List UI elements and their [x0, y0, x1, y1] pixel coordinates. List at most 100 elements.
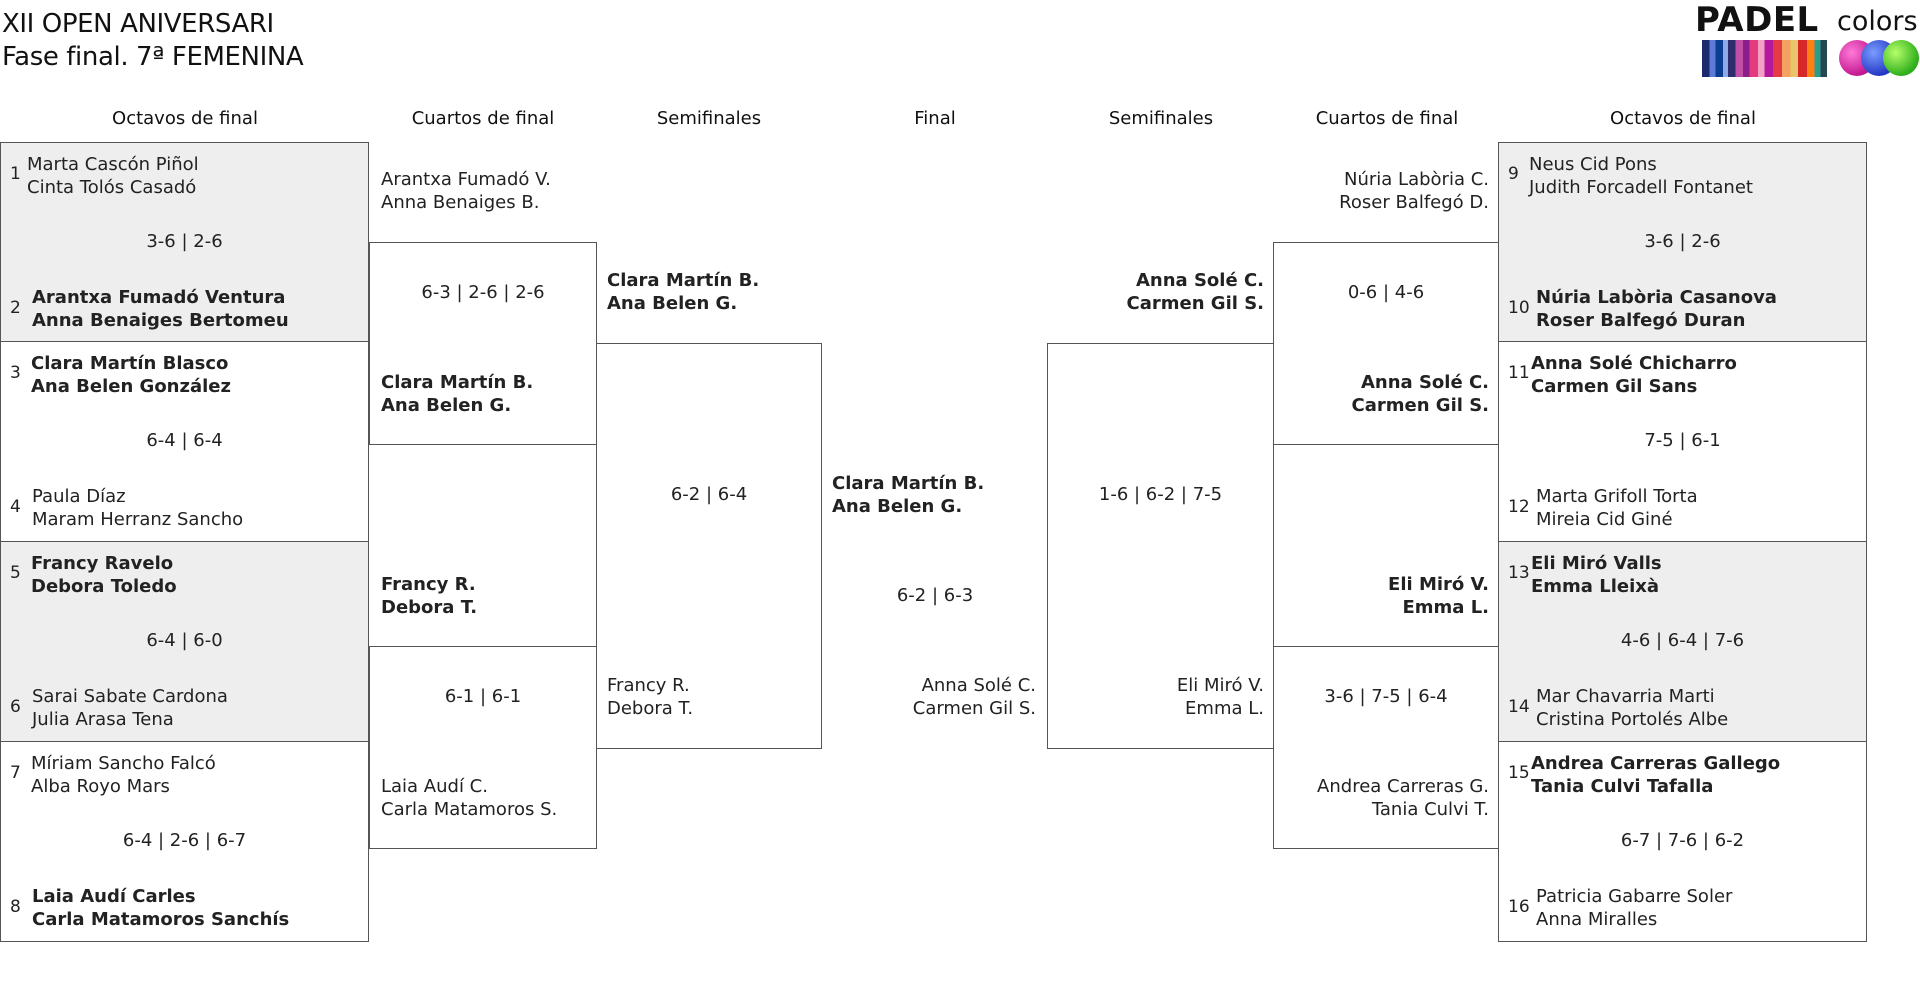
- player-name: Emma Lleixà: [1531, 576, 1659, 597]
- player-name: Roser Balfegó Duran: [1536, 310, 1746, 331]
- match-score: 6-4 | 2-6 | 6-7: [122, 830, 247, 851]
- right-qf1-team-b: Anna Solé C. Carmen Gil S.: [1352, 371, 1489, 417]
- title-block: XII OPEN ANIVERSARI Fase final. 7ª FEMEN…: [2, 8, 304, 74]
- player-name: Judith Forcadell Fontanet: [1529, 177, 1753, 198]
- seed-number: 5: [10, 563, 21, 583]
- seed-number: 14: [1508, 697, 1530, 717]
- seed-number: 4: [10, 497, 21, 517]
- right-qf-match-2-box: [1273, 646, 1499, 849]
- player-name: Anna Benaiges Bertomeu: [32, 310, 289, 331]
- player-name: Carmen Gil S.: [1351, 395, 1489, 416]
- header-right-qf: Cuartos de final: [1315, 108, 1459, 129]
- player-name: Ana Belen G.: [381, 395, 512, 416]
- final-team-a: Clara Martín B. Ana Belen G.: [832, 472, 984, 518]
- player-name: Núria Labòria Casanova: [1536, 287, 1777, 308]
- player-name: Anna Solé C.: [1136, 270, 1264, 291]
- player-name: Clara Martín Blasco: [31, 353, 229, 374]
- player-name: Anna Solé C.: [921, 675, 1036, 696]
- seed-number: 13: [1508, 563, 1530, 583]
- player-name: Alba Royo Mars: [31, 776, 170, 797]
- seed-number: 11: [1508, 363, 1530, 383]
- seed-number: 12: [1508, 497, 1530, 517]
- left-qf1-score: 6-3 | 2-6 | 2-6: [421, 282, 545, 303]
- player-name: Julia Arasa Tena: [32, 709, 174, 730]
- player-name: Marta Cascón Piñol: [27, 154, 199, 175]
- right-qf1-team-a: Núria Labòria C. Roser Balfegó D.: [1339, 168, 1489, 214]
- left-qf2-team-a: Francy R. Debora T.: [381, 573, 477, 619]
- left-qf2-team-b: Laia Audí C. Carla Matamoros S.: [381, 775, 557, 821]
- right-sf-team-b: Eli Miró V. Emma L.: [1177, 674, 1264, 720]
- left-qf1-team-b: Clara Martín B. Ana Belen G.: [381, 371, 533, 417]
- player-name: Clara Martín B.: [381, 372, 534, 393]
- player-name: Anna Benaiges B.: [381, 192, 540, 213]
- header-final: Final: [914, 108, 956, 129]
- player-name: Carmen Gil S.: [1126, 293, 1264, 314]
- right-qf1-score: 0-6 | 4-6: [1347, 282, 1425, 303]
- match-score: 6-4 | 6-0: [146, 630, 223, 651]
- player-name: Emma L.: [1402, 597, 1489, 618]
- match-score: 4-6 | 6-4 | 7-6: [1620, 630, 1745, 651]
- player-name: Debora Toledo: [31, 576, 177, 597]
- player-name: Neus Cid Pons: [1529, 154, 1657, 175]
- player-name: Anna Miralles: [1536, 909, 1658, 930]
- player-name: Tania Culvi Tafalla: [1531, 776, 1714, 797]
- player-name: Clara Martín B.: [832, 473, 985, 494]
- header-left-r16: Octavos de final: [112, 108, 258, 129]
- green-ball-icon: [1883, 40, 1919, 76]
- seed-number: 15: [1508, 763, 1530, 783]
- seed-number: 2: [10, 298, 21, 318]
- seed-number: 3: [10, 363, 21, 383]
- player-name: Sarai Sabate Cardona: [32, 686, 228, 707]
- match-score: 3-6 | 2-6: [146, 231, 223, 252]
- player-name: Ana Belen G.: [832, 496, 963, 517]
- padel-colors-logo: PADEL colors: [1695, 0, 1920, 80]
- player-name: Patricia Gabarre Soler: [1536, 886, 1733, 907]
- seed-number: 1: [10, 164, 21, 184]
- player-name: Míriam Sancho Falcó: [31, 753, 216, 774]
- player-name: Francy R.: [607, 675, 690, 696]
- seed-number: 9: [1508, 164, 1519, 184]
- header-right-r16: Octavos de final: [1610, 108, 1756, 129]
- left-sf-team-b: Francy R. Debora T.: [607, 674, 693, 720]
- player-name: Andrea Carreras Gallego: [1531, 753, 1781, 774]
- left-sf-box: [596, 343, 822, 749]
- player-name: Tania Culvi T.: [1371, 799, 1489, 820]
- player-name: Marta Grifoll Torta: [1536, 486, 1698, 507]
- player-name: Ana Belen G.: [607, 293, 738, 314]
- left-sf-team-a: Clara Martín B. Ana Belen G.: [607, 269, 759, 315]
- player-name: Maram Herranz Sancho: [32, 509, 244, 530]
- left-qf1-team-a: Arantxa Fumadó V. Anna Benaiges B.: [381, 168, 551, 214]
- match-score: 7-5 | 6-1: [1644, 430, 1721, 451]
- player-name: Mireia Cid Giné: [1536, 509, 1673, 530]
- player-name: Arantxa Fumadó V.: [381, 169, 551, 190]
- player-name: Laia Audí Carles: [32, 886, 196, 907]
- left-qf2-score: 6-1 | 6-1: [444, 686, 522, 707]
- right-sf-box: [1047, 343, 1274, 749]
- seed-number: 10: [1508, 298, 1530, 318]
- header-left-qf: Cuartos de final: [411, 108, 555, 129]
- player-name: Cristina Portolés Albe: [1536, 709, 1729, 730]
- player-name: Francy R.: [381, 574, 476, 595]
- player-name: Arantxa Fumadó Ventura: [32, 287, 286, 308]
- player-name: Debora T.: [607, 698, 694, 719]
- player-name: Laia Audí C.: [381, 776, 488, 797]
- player-name: Anna Solé C.: [1361, 372, 1489, 393]
- right-sf-score: 1-6 | 6-2 | 7-5: [1098, 484, 1223, 505]
- player-name: Roser Balfegó D.: [1339, 192, 1489, 213]
- seed-number: 7: [10, 763, 21, 783]
- player-name: Eli Miró V.: [1388, 574, 1489, 595]
- final-team-b: Anna Solé C. Carmen Gil S.: [913, 674, 1036, 720]
